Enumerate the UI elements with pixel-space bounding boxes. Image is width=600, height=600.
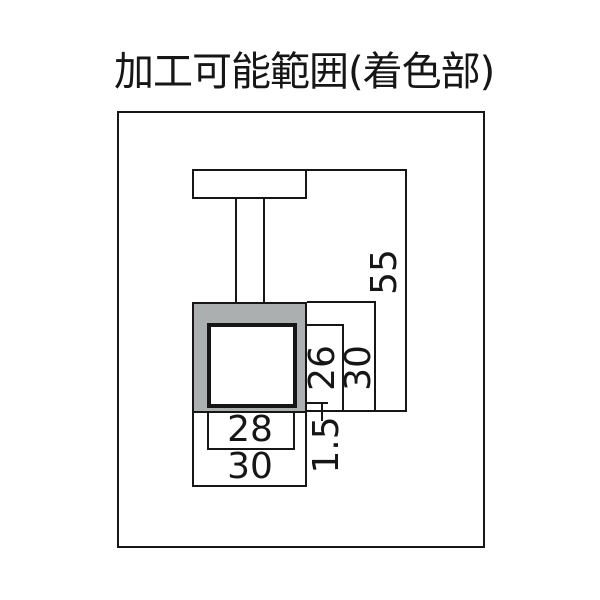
dim-30-bottom-extension-right: [305, 413, 307, 487]
dim-55-extension-top: [307, 169, 407, 171]
dim-1-5-tick-top: [307, 402, 328, 404]
dim-26-line: [342, 324, 344, 412]
dim-28-extension-left: [207, 413, 209, 450]
dim-30-side-extension-top: [307, 301, 376, 303]
dim-28-extension-right: [293, 413, 295, 450]
dim-bottom-extension: [307, 410, 407, 412]
drawing-title: 加工可能範囲(着色部): [114, 49, 495, 95]
dim-1-5-tick-stub: [321, 402, 323, 421]
dim-30-side-label: 30: [338, 345, 379, 391]
bracket-stem: [235, 199, 265, 302]
dim-28-label: 28: [227, 409, 273, 450]
dim-30-bottom-label: 30: [227, 446, 273, 487]
dim-1-5-label: 1.5: [306, 416, 347, 474]
dim-26-label: 26: [302, 345, 343, 391]
dim-30-side-line: [374, 301, 376, 412]
dim-30-bottom-extension-left: [192, 413, 194, 487]
dim-55-line: [405, 169, 407, 412]
inner-bore: [207, 323, 297, 408]
dim-55-label: 55: [364, 249, 405, 295]
bracket-top-plate: [192, 169, 307, 199]
dim-26-extension-top: [307, 324, 344, 326]
dim-28-line: [207, 448, 295, 450]
dim-30-bottom-line: [192, 485, 307, 487]
